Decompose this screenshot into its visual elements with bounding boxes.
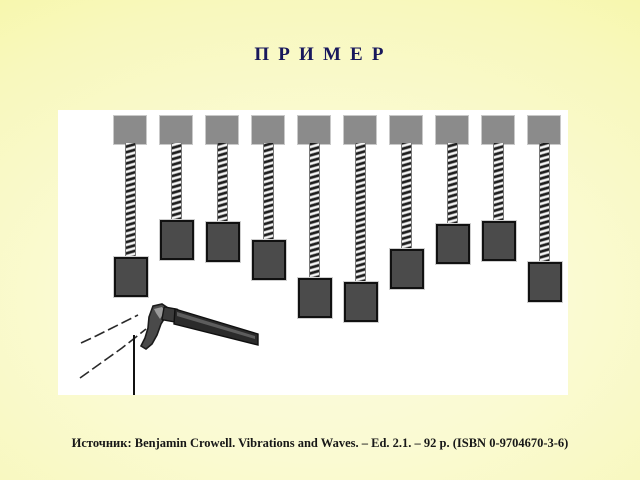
anchor-block [251,115,285,145]
hammer-handle [173,308,259,346]
anchor-block [435,115,469,145]
spring-coil [539,143,550,261]
anchor-block [297,115,331,145]
anchor-block [113,115,147,145]
spring-coil [355,143,366,281]
mass-block [298,278,332,318]
anchor-block [159,115,193,145]
anchor-block [527,115,561,145]
mass-block [390,249,424,289]
anchor-block [343,115,377,145]
spring-coil [263,143,274,239]
mass-block [206,222,240,262]
anchor-block [481,115,515,145]
mass-block [528,262,562,302]
page-title: П Р И М Е Р [254,44,386,65]
hammer-head-highlight [154,307,165,319]
source-caption: Источник: Benjamin Crowell. Vibrations a… [71,436,569,450]
anchor-block [389,115,423,145]
figure-canvas [58,110,568,395]
spring-coil [447,143,458,223]
spring-coil [309,143,320,277]
hammer-head [139,303,169,350]
motion-line-lower [79,328,147,379]
hammer-handle-highlight [177,312,255,339]
motion-line-upper [80,314,139,344]
mass-block [114,257,148,297]
spring-coil [401,143,412,248]
spring-coil [493,143,504,220]
mass-block [436,224,470,264]
mass-block [252,240,286,280]
spring-coil [217,143,228,221]
mass-block [344,282,378,322]
spring-coil [125,143,136,257]
anchor-block [205,115,239,145]
spring-coil [171,143,182,219]
mass-block [160,220,194,260]
mass-block [482,221,516,261]
hammer-neck [161,306,179,323]
